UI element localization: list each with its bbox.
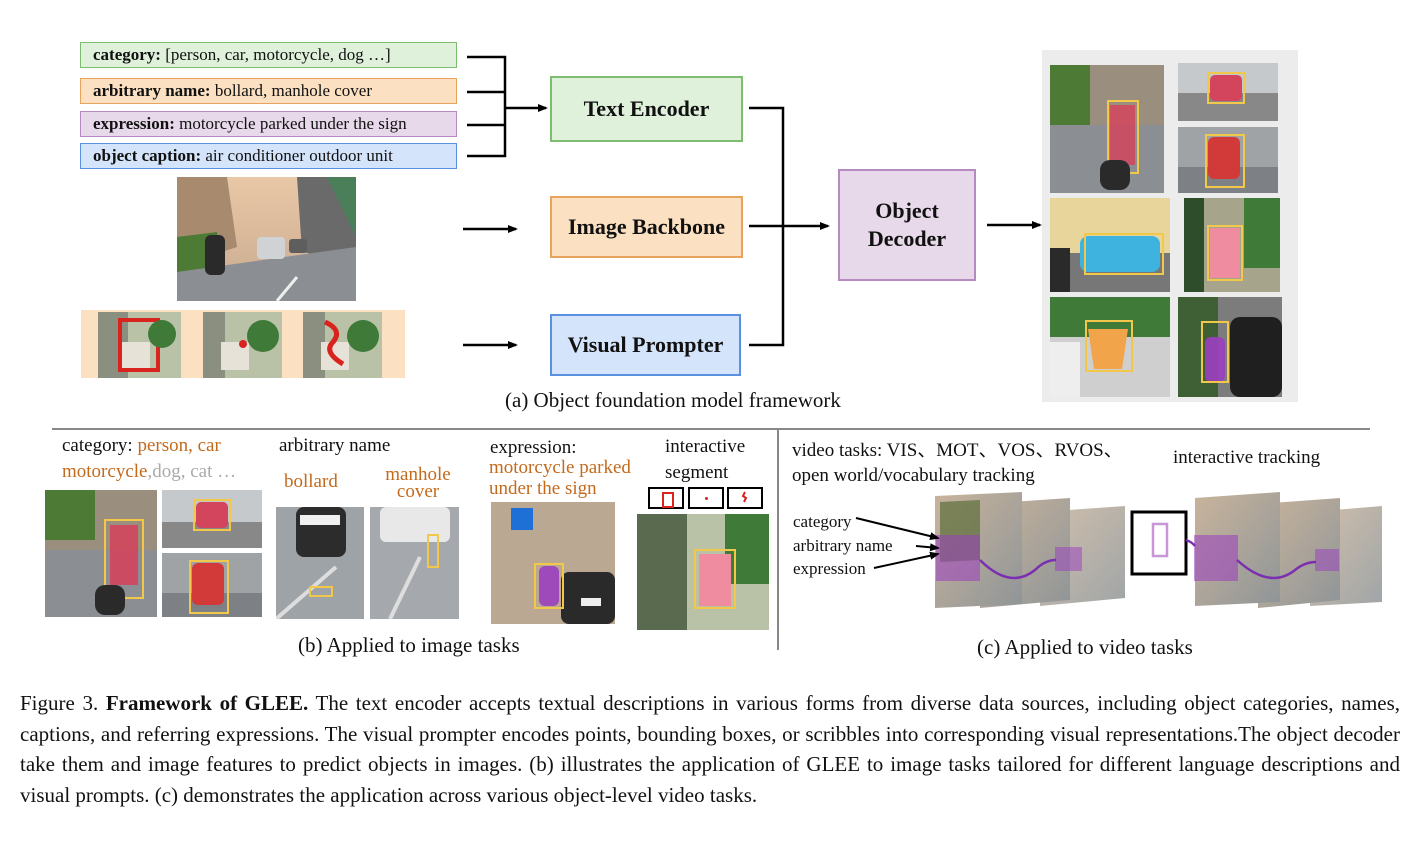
c-expression-label: expression: [793, 559, 866, 578]
output-image-ac-unit: [1184, 198, 1280, 292]
interactive-segment-label: interactive segment: [665, 436, 746, 483]
input-value: motorcycle parked under the sign: [174, 114, 407, 133]
text-input-expression: expression: motorcycle parked under the …: [80, 111, 457, 137]
horizontal-divider: [52, 428, 1370, 430]
input-value: bollard, manhole cover: [210, 81, 373, 100]
expression-key: expression:: [490, 437, 577, 458]
prompt-point-icon: [688, 487, 724, 509]
video-tasks-label: video tasks: VIS、MOT、VOS、RVOS、: [792, 440, 1123, 461]
text-encoder-label: Text Encoder: [583, 96, 710, 121]
c-arbitrary-name-label: arbitrary name: [793, 536, 893, 555]
output-image-car-back: [1178, 127, 1278, 193]
output-image-plant-pot: [1050, 297, 1170, 397]
input-value: air conditioner outdoor unit: [201, 146, 393, 165]
b-image-sign: [491, 502, 615, 624]
input-key: expression:: [93, 114, 175, 133]
input-key: object caption:: [93, 146, 202, 165]
input-image: [177, 177, 356, 301]
b-image-motorcycle: [45, 490, 157, 617]
category-label-line2: motorcycle,dog, cat …: [62, 460, 236, 484]
object-decoder-box: Object Decoder: [838, 169, 976, 281]
arbitrary-name-title: arbitrary name: [279, 435, 391, 456]
framework-arrows: [463, 55, 1042, 349]
category-label: category: person, car: [62, 434, 221, 458]
visual-prompter-label: Visual Prompter: [567, 332, 724, 357]
video-frames-2: [1185, 492, 1382, 608]
prompt-box-icon: [648, 487, 684, 509]
input-value: [person, car, motorcycle, dog …]: [160, 45, 391, 64]
figure-caption: Figure 3. Framework of GLEE. The text en…: [20, 688, 1400, 810]
video-tasks-diagram: [855, 492, 1382, 608]
c-category-label: category: [793, 512, 852, 531]
bollard-label: bollard: [284, 471, 338, 492]
caption-b: (b) Applied to image tasks: [298, 633, 520, 657]
text-encoder-box: Text Encoder: [550, 76, 743, 142]
output-image-car: [1178, 63, 1278, 121]
input-key: category:: [93, 45, 161, 64]
output-image-person-purple: [1178, 297, 1282, 397]
category-rest: ,dog, cat …: [147, 461, 237, 482]
prompt-image-box: [98, 312, 181, 378]
b-image-car-back: [162, 553, 262, 617]
text-input-object-caption: object caption: air conditioner outdoor …: [80, 143, 457, 169]
caption-c: (c) Applied to video tasks: [977, 635, 1193, 659]
visual-prompter-box: Visual Prompter: [550, 314, 741, 376]
manhole-cover-label: manhole cover: [385, 464, 451, 502]
prompt-image-scribble: [303, 312, 382, 378]
figure-text: The text encoder accepts textual descrip…: [20, 691, 1401, 807]
output-image-motorcycle: [1050, 65, 1164, 193]
text-input-arbitrary-name: arbitrary name: bollard, manhole cover: [80, 78, 457, 104]
vertical-divider: [777, 430, 779, 650]
output-image-blue-car: [1050, 198, 1170, 292]
figure-label: Figure 3.: [20, 691, 99, 715]
video-tasks-line2: open world/vocabulary tracking: [792, 465, 1035, 486]
prompt-scribble-icon: [727, 487, 763, 509]
prompt-image-point: [203, 312, 282, 378]
image-backbone-box: Image Backbone: [550, 196, 743, 258]
image-backbone-label: Image Backbone: [567, 214, 726, 239]
figure-title: Framework of GLEE.: [105, 691, 309, 715]
video-frames-1: [935, 492, 1125, 608]
object-decoder-label: Object Decoder: [867, 198, 947, 251]
b-image-ac-unit: [637, 514, 769, 630]
b-image-bollard: [276, 507, 364, 619]
caption-a: (a) Object foundation model framework: [505, 388, 841, 412]
category-highlight-2: motorcycle: [62, 461, 148, 482]
input-key: arbitrary name:: [93, 81, 211, 100]
text-input-category: category: [person, car, motorcycle, dog …: [80, 42, 457, 68]
category-highlight: person, car: [137, 435, 221, 456]
interactive-tracking-label: interactive tracking: [1173, 447, 1321, 468]
b-image-car: [162, 490, 262, 548]
b-image-manhole: [370, 507, 459, 619]
category-key: category:: [62, 435, 138, 456]
expression-value: motorcycle parked under the sign: [489, 457, 631, 499]
